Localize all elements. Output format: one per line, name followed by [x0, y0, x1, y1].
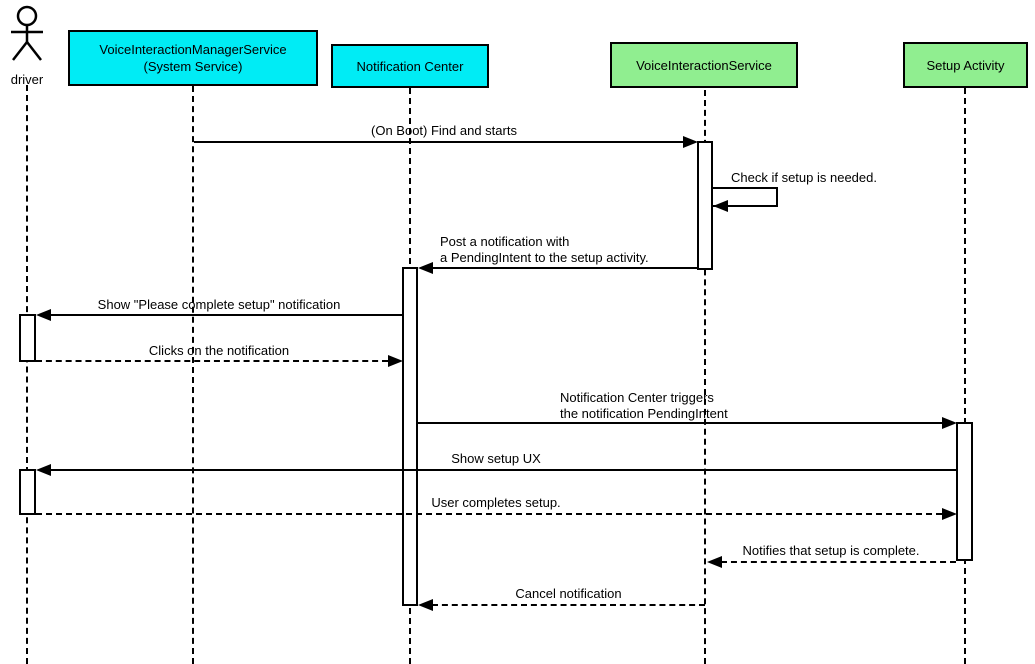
lifeline-voice-interaction-service: [704, 90, 706, 664]
message-label: (On Boot) Find and starts: [371, 123, 517, 138]
message-label-line2: a PendingIntent to the setup activity.: [440, 250, 649, 265]
arrowhead-left-icon: [707, 556, 722, 568]
participant-label: Notification Center: [356, 58, 464, 74]
participant-notification-center: Notification Center: [331, 44, 489, 88]
message-label: Check if setup is needed.: [731, 170, 877, 185]
actor-driver-label: driver: [10, 72, 44, 87]
participant-driver: driver: [0, 5, 54, 87]
arrowhead-left-icon: [36, 464, 51, 476]
participant-label: VoiceInteractionManagerService: [99, 42, 287, 57]
participant-voice-interaction-manager-service: VoiceInteractionManagerService (System S…: [68, 30, 318, 86]
message-line-notifies-setup-complete: [721, 561, 956, 563]
participant-setup-activity: Setup Activity: [903, 42, 1028, 88]
arrowhead-right-icon: [683, 136, 698, 148]
arrowhead-left-icon: [418, 599, 433, 611]
activation-setup-activity: [956, 422, 973, 561]
activation-driver-2: [19, 469, 36, 515]
message-label: Notification Center triggers the notific…: [560, 390, 728, 422]
activation-driver-1: [19, 314, 36, 362]
message-label-line2: the notification PendingIntent: [560, 406, 728, 421]
message-label: Post a notification with a PendingIntent…: [440, 234, 649, 266]
message-label: Show "Please complete setup" notificatio…: [97, 297, 341, 312]
message-line-post-notification: [432, 267, 697, 269]
arrowhead-right-icon: [942, 508, 957, 520]
arrowhead-right-icon: [942, 417, 957, 429]
message-label: Clicks on the notification: [148, 343, 290, 358]
message-label-line1: Notification Center triggers: [560, 390, 714, 405]
lifeline-driver: [26, 85, 28, 664]
message-line-show-setup-notification: [50, 314, 402, 316]
stick-figure-icon: [11, 5, 43, 61]
message-label: Cancel notification: [515, 586, 622, 601]
message-line-user-completes-setup: [36, 513, 942, 515]
arrowhead-left-icon: [713, 200, 728, 212]
arrowhead-left-icon: [418, 262, 433, 274]
participant-label: Setup Activity: [926, 57, 1005, 73]
message-label: Show setup UX: [451, 451, 541, 466]
lifeline-voice-interaction-manager-service: [192, 86, 194, 664]
message-line-check-if-setup-needed: [712, 187, 778, 207]
message-line-clicks-notification: [36, 360, 388, 362]
message-line-show-setup-ux: [50, 469, 956, 471]
lifeline-setup-activity: [964, 88, 966, 664]
message-label: User completes setup.: [431, 495, 561, 510]
participant-sublabel: (System Service): [143, 59, 243, 74]
activation-voice-interaction-service: [697, 141, 713, 270]
participant-voice-interaction-service: VoiceInteractionService: [610, 42, 798, 88]
message-line-on-boot-find-and-starts: [194, 141, 683, 143]
message-label: Notifies that setup is complete.: [742, 543, 920, 558]
message-line-cancel-notification: [432, 604, 705, 606]
activation-notification-center: [402, 267, 418, 606]
message-line-triggers-pendingintent: [418, 422, 942, 424]
participant-label: VoiceInteractionService: [636, 57, 772, 73]
message-label-line1: Post a notification with: [440, 234, 570, 249]
arrowhead-right-icon: [388, 355, 403, 367]
arrowhead-left-icon: [36, 309, 51, 321]
